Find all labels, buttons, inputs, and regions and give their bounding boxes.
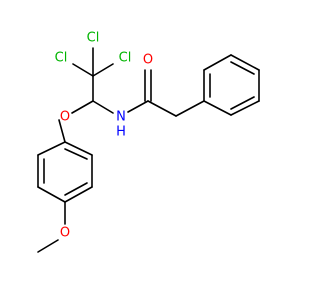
bond-ch-n xyxy=(92,100,114,114)
atom-o-carbonyl: O xyxy=(143,53,153,68)
molecule-drawing: Cl Cl Cl O N H O O xyxy=(37,31,260,253)
bond-ph-2 xyxy=(230,100,260,116)
structure-canvas: Cl Cl Cl O N H O O xyxy=(37,31,260,253)
bond-ar-inner-2 xyxy=(64,182,88,196)
atom-o-methoxy: O xyxy=(60,226,70,241)
bond-ph-4 xyxy=(230,54,260,71)
bond-ph-5 xyxy=(203,54,232,71)
bond-cco-ch2 xyxy=(147,100,177,117)
atom-n-amide: N xyxy=(116,110,126,125)
bond-ar-1 xyxy=(37,141,66,156)
atom-cl-top: Cl xyxy=(87,31,100,46)
bond-ar-4 xyxy=(64,186,93,203)
atom-o-ether: O xyxy=(60,110,70,125)
bond-ph-1 xyxy=(203,100,232,116)
atom-h-amide: H xyxy=(116,125,126,140)
atom-cl-left: Cl xyxy=(55,51,68,66)
bond-ar-6 xyxy=(64,141,93,156)
bond-oether-aryl xyxy=(58,119,66,143)
bond-ch-oether xyxy=(71,100,94,114)
atom-cl-right: Cl xyxy=(119,51,132,66)
bond-lines xyxy=(37,47,260,253)
bond-c-cl-left xyxy=(72,63,94,77)
bond-ar-3 xyxy=(37,186,66,203)
bond-ch2-phenyl xyxy=(175,100,205,117)
atom-labels: Cl Cl Cl O N H O O xyxy=(55,31,153,241)
bond-ph-inner-2 xyxy=(230,61,255,75)
bond-ar-inner-3 xyxy=(64,148,88,160)
bond-ph-inner-1 xyxy=(230,96,255,110)
bond-c-cl-right xyxy=(92,63,114,77)
bond-n-cco xyxy=(127,100,149,113)
bond-omethoxy-ch3 xyxy=(37,239,59,253)
